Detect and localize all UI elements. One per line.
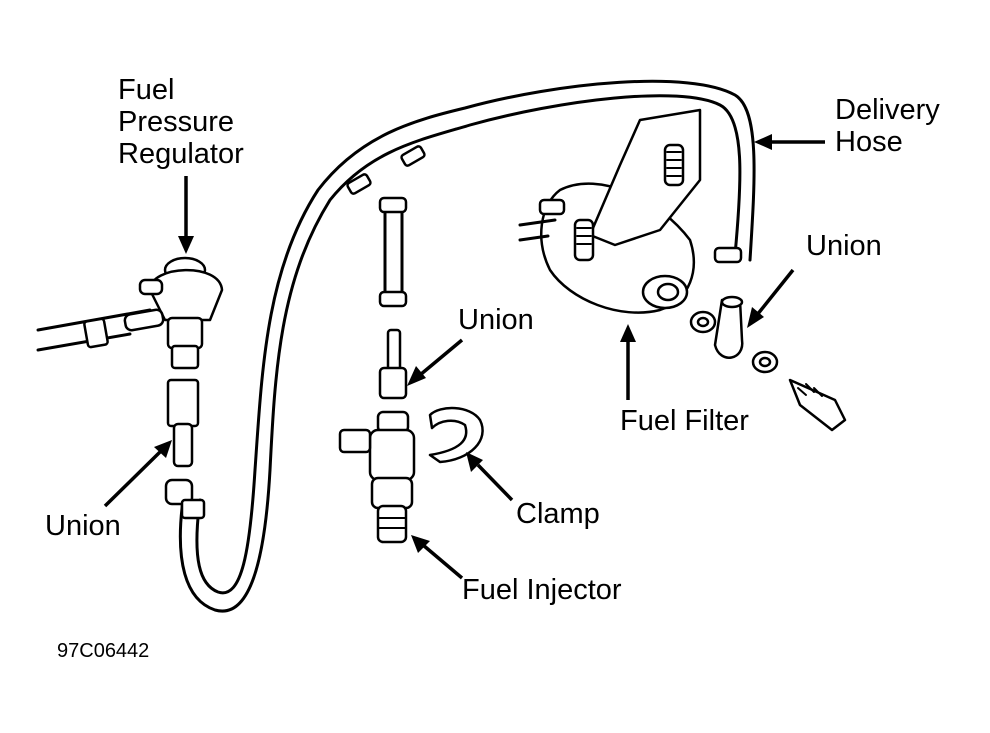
union-right-part xyxy=(689,295,847,432)
figure-code: 97C06442 xyxy=(57,640,150,662)
label-union-left: Union xyxy=(45,510,121,542)
delivery-hose xyxy=(178,79,756,613)
label-delivery-hose: Delivery Hose xyxy=(835,94,940,158)
label-line: Regulator xyxy=(118,138,244,170)
label-fuel-filter: Fuel Filter xyxy=(620,405,749,437)
label-line: Fuel xyxy=(118,74,175,106)
clamp-part xyxy=(428,406,484,464)
label-line: Delivery xyxy=(835,94,940,126)
injector-branch-hose xyxy=(346,145,426,308)
union-center-part xyxy=(378,328,408,400)
union-left-part xyxy=(164,378,206,520)
label-union-center: Union xyxy=(458,304,534,336)
fuel-pressure-regulator-part xyxy=(36,256,224,370)
label-fuel-injector: Fuel Injector xyxy=(462,574,622,606)
leader-arrows xyxy=(103,134,825,580)
label-line: Hose xyxy=(835,126,903,158)
label-clamp: Clamp xyxy=(516,498,600,530)
fuel-filter-part xyxy=(518,108,743,314)
fuel-injector-part xyxy=(338,410,416,544)
label-line: Pressure xyxy=(118,106,235,138)
label-union-right: Union xyxy=(806,230,882,262)
label-fuel-pressure-regulator: Fuel Pressure Regulator xyxy=(118,74,244,170)
